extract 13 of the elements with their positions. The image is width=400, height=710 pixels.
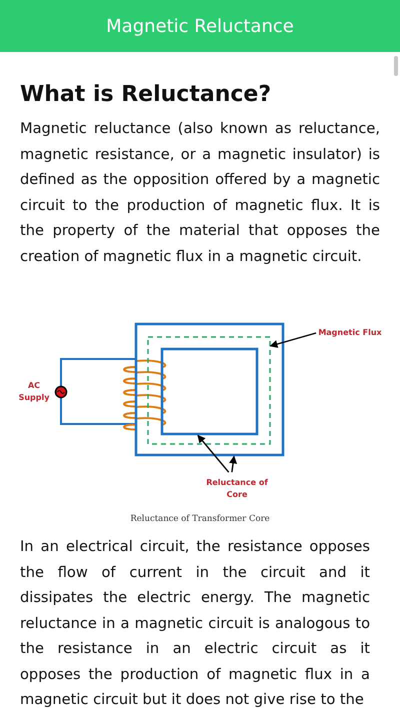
paragraph: In an electrical circuit, the resistance opposes the flow of current in the circuit and it dissipates the electric energy. The magnetic reluctance in a magnetic circuit is analogous to the resistance in an electric circuit as it opposes the production of magnetic flux in a magnetic circuit but it does not give rise to the — [20, 537, 370, 710]
leader-line — [229, 456, 238, 472]
section-heading: What is Reluctance? — [20, 81, 272, 109]
leader-line — [197, 434, 230, 473]
paragraph: Magnetic reluctance (also known as reluctance, magnetic resistance, or a magnetic insulator) is defined as the opposition offered by a magnetic circuit to the production of magnetic flux. It is the property of the material that opposes the creation of magnetic flux in a magnetic circuit. — [20, 119, 380, 266]
leader-line — [270, 332, 316, 348]
figure-caption: Reluctance of Transformer Core — [129, 514, 271, 524]
callout-text: Magnetic Flux — [318, 327, 382, 339]
callout-text: Reluctance of Core — [205, 477, 269, 501]
flux-path — [147, 336, 271, 445]
app-title: Magnetic Reluctance — [105, 15, 295, 39]
callout-text: AC Supply — [18, 380, 50, 404]
transformer-core — [134, 322, 284, 456]
